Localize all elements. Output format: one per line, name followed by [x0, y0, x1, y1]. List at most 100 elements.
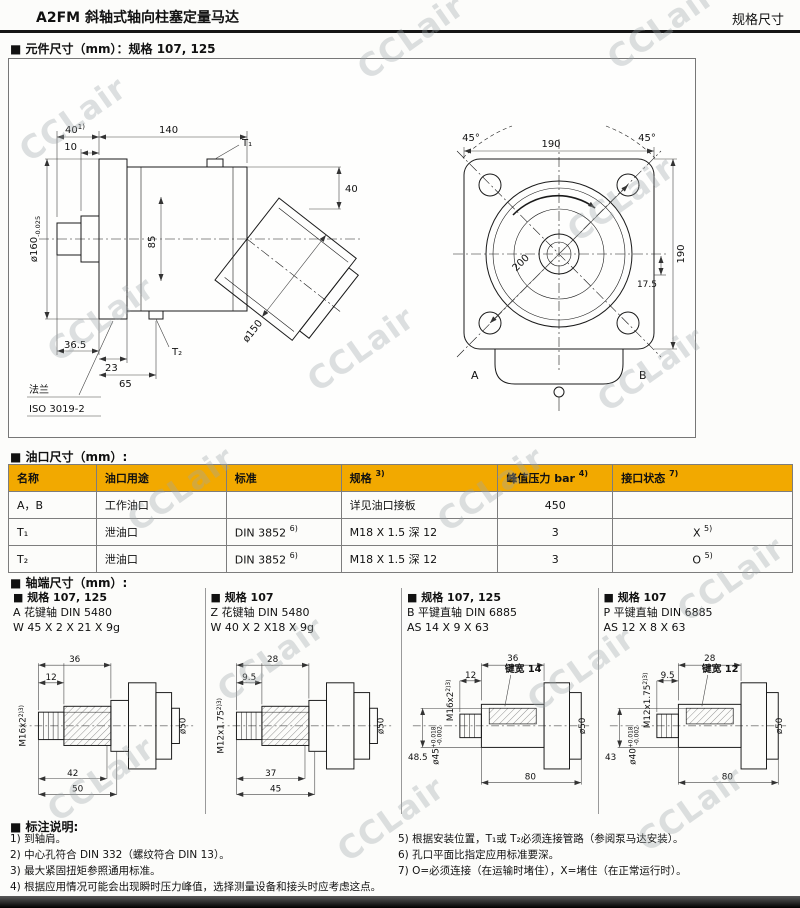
- motor-front-view-outline: [453, 125, 669, 411]
- note-4: 4) 根据应用情况可能会出现瞬时压力峰值，选择测量设备和接头时应考虑这点。: [10, 881, 382, 893]
- dim-stub-label: 9.5: [660, 671, 674, 681]
- cell-usage: 工作油口: [95, 491, 227, 519]
- flange-standard-label: ISO 3019-2: [29, 404, 85, 415]
- section-heading-shafts: ■ 轴端尺寸（mm）:: [10, 576, 128, 590]
- dia-label: ø50: [178, 717, 188, 734]
- header-section-label: 规格尺寸: [731, 13, 784, 28]
- dim-17-5-label: 17.5: [637, 280, 657, 290]
- port-t2-label: T₂: [171, 347, 182, 358]
- cell-pressure: 3: [497, 518, 614, 546]
- dim-36-5-label: 36.5: [64, 340, 86, 351]
- thread-label: M12x1.752)3): [216, 698, 226, 754]
- cell-state: O 5): [612, 545, 793, 573]
- note-2: 2) 中心孔符合 DIN 332（螺纹符合 DIN 13）。: [10, 849, 230, 861]
- component-drawings: 401) 140 10 T₁ 40 ø160-0.025 85 36.5 23 …: [27, 123, 687, 417]
- shaft-spec-label: AS 14 X 9 X 63: [407, 621, 490, 634]
- cell-usage: 泄油口: [95, 518, 227, 546]
- dim-40-right-label: 40: [345, 184, 358, 195]
- angle-45-left-label: 45°: [462, 133, 480, 144]
- dim-85-label: 85: [147, 236, 158, 249]
- cell-usage: 泄油口: [95, 545, 227, 573]
- dim-stub-label: 9.5: [242, 673, 256, 683]
- dia-tolerance-label: ø40+0.018-0.002: [628, 726, 640, 765]
- note-1: 1) 到轴肩。: [10, 833, 67, 845]
- shaft-panels: ■ 规格 107, 125 A 花键轴 DIN 5480 W 45 X 2 X …: [8, 588, 794, 814]
- ports-table-header-row: 名称 油口用途 标准 规格 3) 峰值压力 bar 4) 接口状态 7): [8, 464, 793, 492]
- dim-190-right-label: 190: [676, 244, 687, 263]
- dim-top-label: 36: [507, 654, 519, 664]
- motor-side-view-outline: [39, 158, 361, 342]
- cell-standard: DIN 3852 6): [225, 518, 342, 546]
- shaft-panel-a: ■ 规格 107, 125 A 花键轴 DIN 5480 W 45 X 2 X …: [8, 588, 205, 814]
- dia-label: ø50: [376, 717, 386, 734]
- dia-tolerance-label: ø45+0.018-0.002: [431, 726, 443, 765]
- dim-b2-label: 50: [72, 784, 84, 794]
- shaft-spec-label: W 40 X 2 X18 X 9g: [210, 621, 314, 634]
- col-spec: 规格 3): [340, 464, 499, 492]
- ports-table: 名称 油口用途 标准 规格 3) 峰值压力 bar 4) 接口状态 7) A，B…: [8, 464, 793, 573]
- notes-left-column: 1) 到轴肩。 2) 中心孔符合 DIN 332（螺纹符合 DIN 13）。 3…: [10, 832, 390, 896]
- dim-height-label: 48.5: [408, 753, 428, 763]
- shaft-type-label: A 花键轴 DIN 5480: [13, 606, 112, 619]
- notes-right-column: 5) 根据安装位置，T₁或 T₂必须连接管路（参阅泵马达安装）。 6) 孔口平面…: [398, 832, 792, 880]
- dim-b1-label: 37: [265, 769, 276, 779]
- dim-stub-label: 12: [46, 673, 57, 683]
- dim-140-label: 140: [159, 125, 178, 136]
- cell-name: A，B: [8, 491, 97, 519]
- cell-standard: DIN 3852 6): [225, 545, 342, 573]
- dim-top-label: 28: [704, 654, 715, 664]
- note-6: 6) 孔口平面比指定应用标准要深。: [398, 849, 560, 861]
- section-heading-ports: ■ 油口尺寸（mm）:: [10, 450, 128, 464]
- dim-stub-label: 12: [465, 671, 476, 681]
- port-a-label: A: [471, 369, 479, 382]
- note-3: 3) 最大紧固扭矩参照通用标准。: [10, 865, 161, 877]
- shaft-panel-p: ■ 规格 107 P 平键直轴 DIN 6885 AS 12 X 8 X 63: [597, 588, 795, 814]
- dim-b1-label: 80: [525, 773, 537, 783]
- table-row-ab: A，B 工作油口 详见油口接板 450: [8, 491, 793, 519]
- cell-spec: M18 X 1.5 深 12: [340, 518, 499, 546]
- table-row-t2: T₂ 泄油口 DIN 3852 6) M18 X 1.5 深 12 3 O 5): [8, 545, 793, 573]
- dim-top-label: 36: [69, 655, 81, 665]
- dim-dia160-label: ø160-0.025: [29, 216, 42, 262]
- angle-45-right-label: 45°: [638, 133, 656, 144]
- component-drawing-box: 401) 140 10 T₁ 40 ø160-0.025 85 36.5 23 …: [8, 58, 696, 438]
- shaft-size-label: ■ 规格 107, 125: [407, 591, 501, 604]
- thread-label: M12x1.752)3): [643, 673, 653, 729]
- page-title: A2FM 斜轴式轴向柱塞定量马达: [36, 10, 239, 26]
- col-port-state: 接口状态 7): [612, 464, 793, 492]
- shaft-type-label: P 平键直轴 DIN 6885: [603, 606, 713, 619]
- port-b-label: B: [639, 369, 647, 382]
- shaft-size-label: ■ 规格 107, 125: [13, 591, 107, 604]
- motor-side-view-dims: [27, 131, 342, 417]
- note-7: 7) O=必须连接（在运输时堵住），X=堵住（在正常运行时）。: [398, 865, 687, 877]
- cell-standard: [225, 491, 342, 519]
- dim-top-label: 28: [267, 655, 278, 665]
- header-divider: [0, 30, 800, 33]
- cell-name: T₂: [8, 545, 97, 573]
- shaft-drawing-p: 28 9.5 M12x1.752)3) ø40+0.018-0.002 43 键…: [604, 654, 786, 786]
- dia-label: ø50: [578, 717, 588, 734]
- shaft-spec-label: W 45 X 2 X 21 X 9g: [13, 621, 120, 634]
- cell-state: [612, 491, 793, 519]
- dim-40-label: 401): [65, 123, 85, 136]
- shaft-drawing-b: 36 12 M16x22)3) ø45+0.018-0.002 48.5 键宽 …: [408, 654, 590, 786]
- thread-label: M16x22)3): [19, 705, 29, 747]
- flange-label: 法兰: [29, 383, 49, 396]
- dim-190-top-label: 190: [541, 139, 560, 150]
- motor-front-view-dims: [463, 147, 677, 350]
- cell-pressure: 3: [497, 545, 614, 573]
- dim-dia150-label: ø150: [241, 318, 265, 345]
- col-name: 名称: [8, 464, 97, 492]
- shaft-size-label: ■ 规格 107: [603, 591, 667, 604]
- shaft-type-label: B 平键直轴 DIN 6885: [407, 606, 517, 619]
- dim-b1-label: 42: [67, 769, 78, 779]
- thread-label: M16x22)3): [446, 680, 456, 722]
- cell-spec: M18 X 1.5 深 12: [340, 545, 499, 573]
- shaft-drawing-z: 28 9.5 M12x1.752)3) ø50 37 45: [216, 655, 391, 797]
- port-t1-label: T₁: [241, 138, 252, 149]
- dim-b1-label: 80: [721, 773, 733, 783]
- dim-23-label: 23: [105, 363, 118, 374]
- dim-b2-label: 45: [270, 784, 281, 794]
- key-width-label: 键宽 14: [504, 662, 542, 675]
- dim-height-label: 43: [604, 753, 615, 763]
